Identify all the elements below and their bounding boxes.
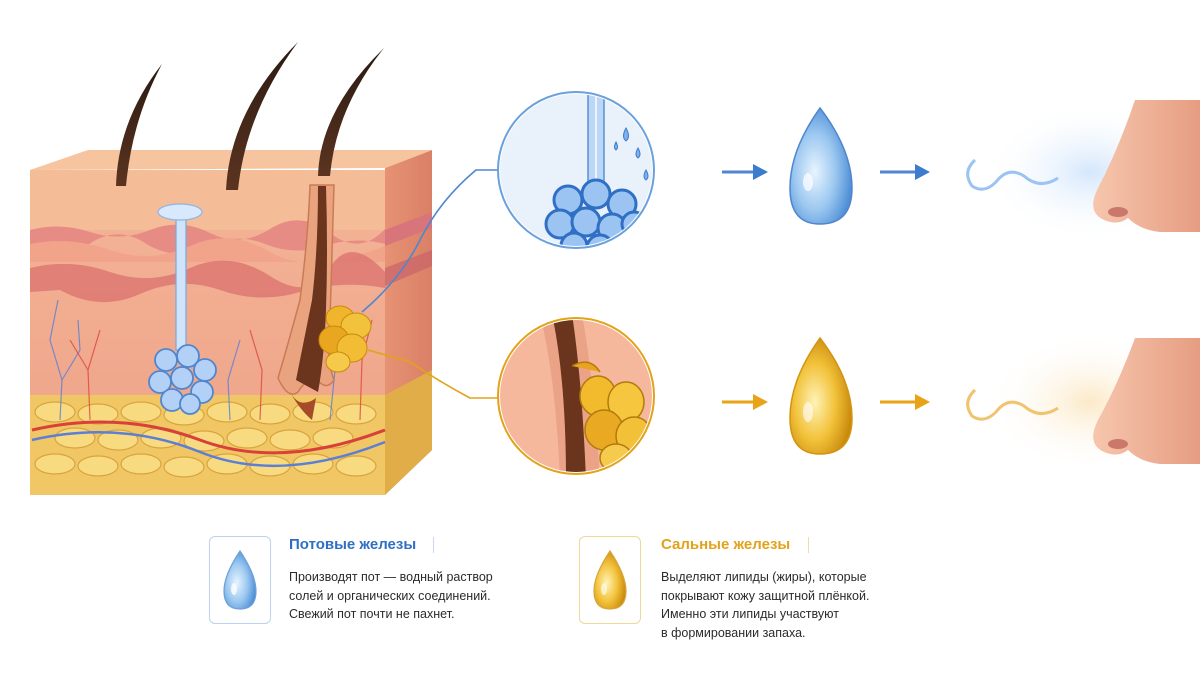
odor-wave-icon	[966, 158, 1059, 191]
legend-sweat-description: Производят пот — водный раствор солей и …	[289, 570, 493, 621]
legend-sebum-description: Выделяют липиды (жиры), которые покрываю…	[661, 570, 870, 640]
legend-sebum-title: Сальные железы	[661, 536, 791, 553]
dermal-papillae	[30, 251, 385, 303]
hair-shafts	[116, 42, 384, 190]
divider	[433, 537, 434, 553]
sweat-flow	[722, 100, 1200, 242]
legend-sweat-icon-box	[209, 536, 271, 624]
legend-sebum-icon-box	[579, 536, 641, 624]
epidermis-layer	[30, 220, 385, 254]
connector-sweat	[361, 169, 502, 313]
sebum-flow	[722, 332, 1200, 472]
sweat-drop-icon	[789, 106, 853, 225]
legend-sweat-title: Потовые железы	[289, 536, 417, 553]
vein	[31, 431, 386, 468]
sebum-drop-icon	[789, 336, 853, 455]
sebaceous-gland-small	[318, 305, 372, 373]
nose-icon	[1093, 338, 1200, 464]
sweat-gland-small	[148, 203, 217, 415]
skin-block	[30, 150, 432, 495]
artery	[31, 420, 386, 455]
nose-icon	[1093, 100, 1200, 232]
sweat-gland-zoom	[497, 91, 655, 249]
odor-wave-icon	[966, 388, 1059, 421]
sebaceous-gland-zoom	[497, 317, 655, 475]
connector-sebum	[367, 349, 502, 399]
oil-drop-icon	[593, 549, 627, 610]
divider	[808, 537, 809, 553]
water-drop-icon	[223, 549, 257, 610]
